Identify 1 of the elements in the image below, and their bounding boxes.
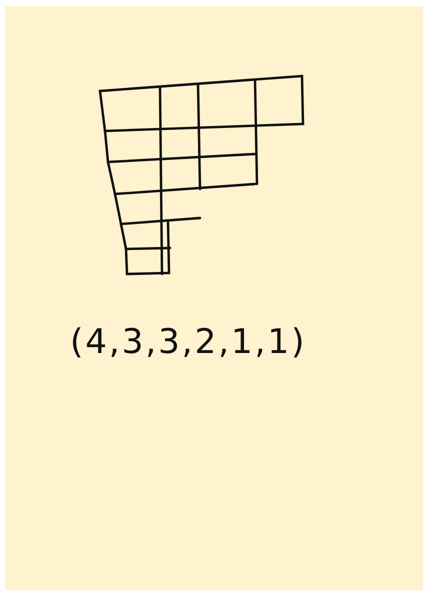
partition-label: (4,3,3,2,1,1) [70, 322, 306, 362]
